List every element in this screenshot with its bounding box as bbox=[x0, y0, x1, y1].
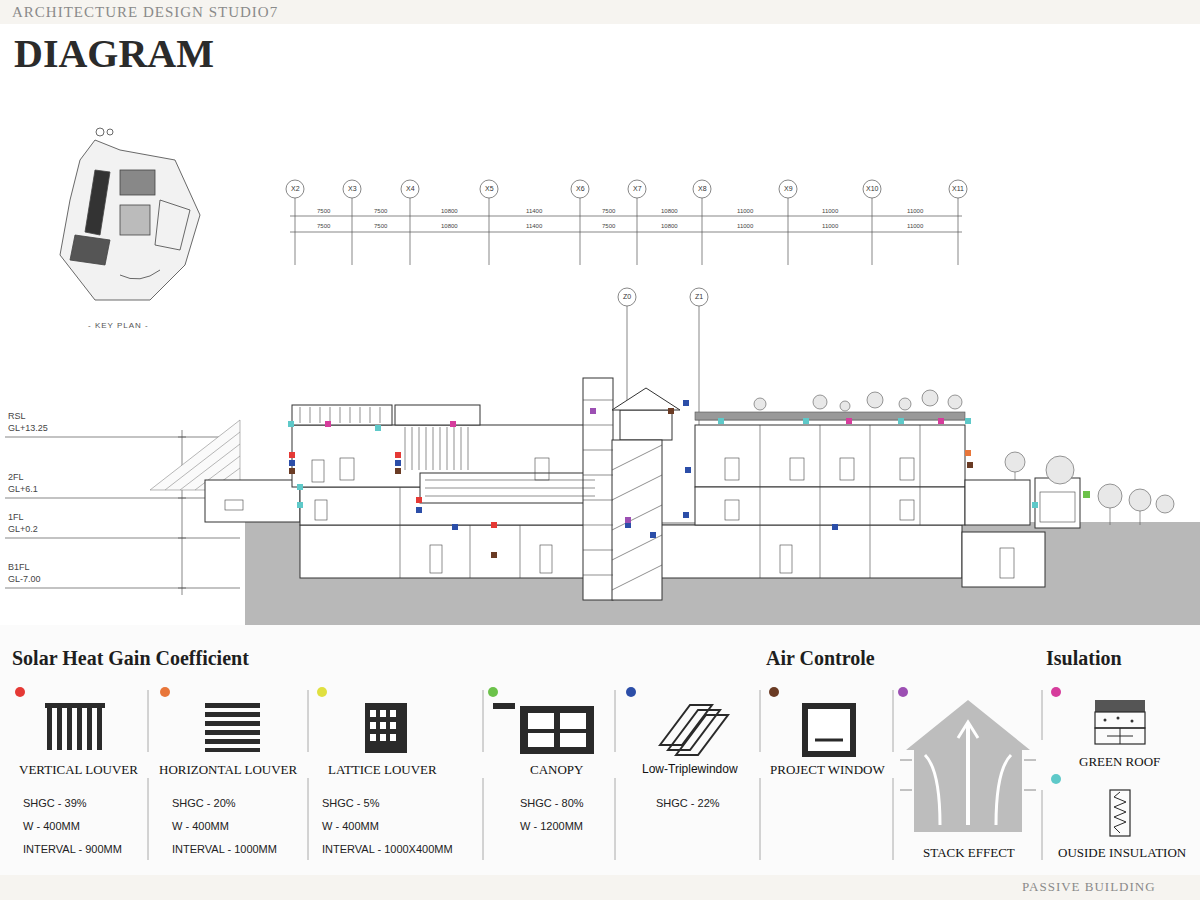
legend-text: GREEN ROOF bbox=[1079, 755, 1160, 769]
board-footer: PASSIVE BUILDING bbox=[1022, 880, 1156, 894]
dimension-text: 7500 bbox=[317, 208, 330, 215]
dimension-text: 10800 bbox=[661, 208, 678, 215]
level-label: GL+0.2 bbox=[8, 525, 38, 535]
grid-bubble-label: X6 bbox=[576, 185, 585, 193]
dimension-text: 11000 bbox=[737, 223, 753, 230]
legend-text: OUSIDE INSULATION bbox=[1058, 846, 1186, 860]
legend-text: Low-Triplewindow bbox=[642, 763, 738, 776]
level-label: RSL bbox=[8, 412, 26, 422]
legend-text: STACK EFFECT bbox=[923, 846, 1015, 860]
legend-swatch bbox=[160, 687, 170, 697]
spec-text: W - 400MM bbox=[322, 820, 379, 832]
section-heading: Solar Heat Gain Coefficient bbox=[12, 647, 249, 669]
dimension-text: 11000 bbox=[907, 208, 923, 215]
spec-text: INTERVAL - 1000MM bbox=[172, 843, 277, 855]
board-title: DIAGRAM bbox=[14, 32, 214, 76]
dimension-text: 10800 bbox=[441, 223, 458, 230]
spec-text: W - 400MM bbox=[23, 820, 80, 832]
grid-bubble-label: X2 bbox=[291, 185, 300, 193]
dimension-text: 11400 bbox=[526, 208, 542, 215]
legend-swatch bbox=[626, 687, 636, 697]
grid-bubble-label: X4 bbox=[406, 185, 415, 193]
grid-bubble-label: Z0 bbox=[623, 293, 631, 301]
level-label: 1FL bbox=[8, 513, 24, 523]
legend-swatch bbox=[317, 687, 327, 697]
legend-swatch bbox=[769, 687, 779, 697]
grid-bubble-label: X11 bbox=[952, 185, 964, 193]
dimension-text: 11000 bbox=[737, 208, 753, 215]
grid-bubble-label: X8 bbox=[698, 185, 707, 193]
dimension-text: 7500 bbox=[602, 223, 615, 230]
legend-swatch bbox=[488, 687, 498, 697]
legend-text: HORIZONTAL LOUVER bbox=[159, 763, 297, 777]
key-plan-caption: - KEY PLAN - bbox=[88, 322, 149, 331]
legend-swatch bbox=[1051, 687, 1061, 697]
legend-text: PROJECT WINDOW bbox=[770, 763, 885, 777]
legend-swatch bbox=[898, 687, 908, 697]
grid-bubble-label: X9 bbox=[784, 185, 793, 193]
dimension-text: 7500 bbox=[317, 223, 330, 230]
spec-text: SHGC - 20% bbox=[172, 797, 236, 809]
spec-text: SHGC - 22% bbox=[656, 797, 720, 809]
spec-text: SHGC - 5% bbox=[322, 797, 379, 809]
spec-text: W - 1200MM bbox=[520, 820, 583, 832]
legend-text: LATTICE LOUVER bbox=[328, 763, 437, 777]
level-label: GL-7.00 bbox=[8, 575, 41, 585]
grid-bubble-label: X10 bbox=[866, 185, 878, 193]
dimension-text: 10800 bbox=[661, 223, 678, 230]
legend-swatch bbox=[15, 687, 25, 697]
legend-swatch bbox=[1051, 774, 1061, 784]
spec-text: SHGC - 39% bbox=[23, 797, 87, 809]
grid-bubble-label: Z1 bbox=[695, 293, 703, 301]
grid-bubble-label: X5 bbox=[485, 185, 494, 193]
dimension-text: 11000 bbox=[822, 208, 838, 215]
dimension-text: 7500 bbox=[374, 208, 387, 215]
level-label: B1FL bbox=[8, 563, 30, 573]
level-label: 2FL bbox=[8, 473, 24, 483]
dimension-text: 11000 bbox=[907, 223, 923, 230]
level-label: GL+13.25 bbox=[8, 424, 48, 434]
section-heading: Air Controle bbox=[766, 647, 875, 669]
dimension-text: 7500 bbox=[602, 208, 615, 215]
studio-header: ARCHITECTURE DESIGN STUDIO7 bbox=[12, 4, 278, 21]
legend-text: CANOPY bbox=[530, 763, 583, 777]
legend-text: VERTICAL LOUVER bbox=[19, 763, 138, 777]
dimension-text: 11400 bbox=[526, 223, 542, 230]
spec-text: SHGC - 80% bbox=[520, 797, 584, 809]
level-label: GL+6.1 bbox=[8, 485, 38, 495]
spec-text: INTERVAL - 1000X400MM bbox=[322, 843, 453, 855]
dimension-text: 10800 bbox=[441, 208, 458, 215]
spec-text: INTERVAL - 900MM bbox=[23, 843, 122, 855]
grid-bubble-label: X7 bbox=[633, 185, 642, 193]
spec-text: W - 400MM bbox=[172, 820, 229, 832]
dimension-text: 7500 bbox=[374, 223, 387, 230]
section-heading: Isulation bbox=[1046, 647, 1122, 669]
dimension-text: 11000 bbox=[822, 223, 838, 230]
grid-bubble-label: X3 bbox=[348, 185, 357, 193]
